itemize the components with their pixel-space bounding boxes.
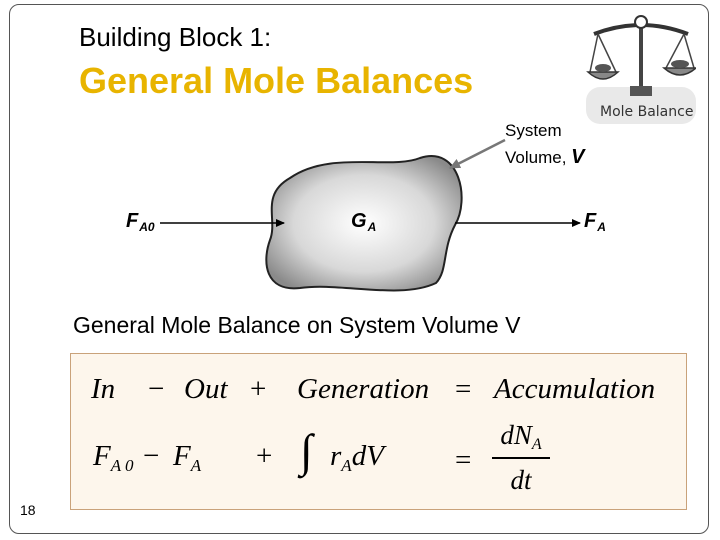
fraction-bar: [492, 457, 550, 459]
eq-derivative-fraction: dNA dt: [492, 420, 550, 498]
diagram-caption: General Mole Balance on System Volume V: [73, 312, 521, 338]
eq-minus-2: −: [143, 440, 160, 472]
eq-integral: ∫: [300, 425, 313, 476]
balance-scale-icon: [586, 15, 696, 124]
eq-accumulation: Accumulation: [494, 373, 656, 405]
eq-fa: FA: [173, 440, 202, 475]
eq-ra-dv: rAdV: [330, 440, 384, 475]
eq-generation: Generation: [297, 373, 430, 405]
eq-denominator: dt: [510, 465, 532, 495]
eq-plus-1: +: [250, 373, 267, 405]
eq-in: In: [91, 373, 116, 405]
inlet-flow-label: FA0: [126, 210, 155, 234]
page-number: 18: [20, 502, 36, 518]
eq-fa0: FA 0: [93, 440, 134, 475]
eq-minus-1: −: [148, 373, 165, 405]
eq-numerator: dNA: [500, 420, 542, 453]
system-pointer-arrow: [449, 138, 506, 170]
eq-out: Out: [184, 373, 228, 405]
outlet-flow-label: FA: [584, 210, 606, 234]
eq-equals-1: =: [455, 373, 472, 405]
slide-frame: [9, 4, 709, 534]
generation-label: GA: [351, 210, 377, 234]
system-volume-label: System Volume, V: [505, 117, 585, 171]
system-volume-blob: [265, 155, 463, 292]
slide-title: General Mole Balances: [79, 60, 474, 101]
slide-subtitle: Building Block 1:: [79, 22, 272, 52]
eq-plus-2: +: [256, 440, 273, 472]
system-volume-line1: System: [505, 121, 562, 140]
eq-equals-2: =: [455, 444, 472, 476]
logo-label: Mole Balance: [600, 104, 694, 120]
equation-box: [70, 353, 687, 510]
system-volume-var: V: [571, 146, 585, 168]
system-volume-line2: Volume,: [505, 148, 567, 167]
